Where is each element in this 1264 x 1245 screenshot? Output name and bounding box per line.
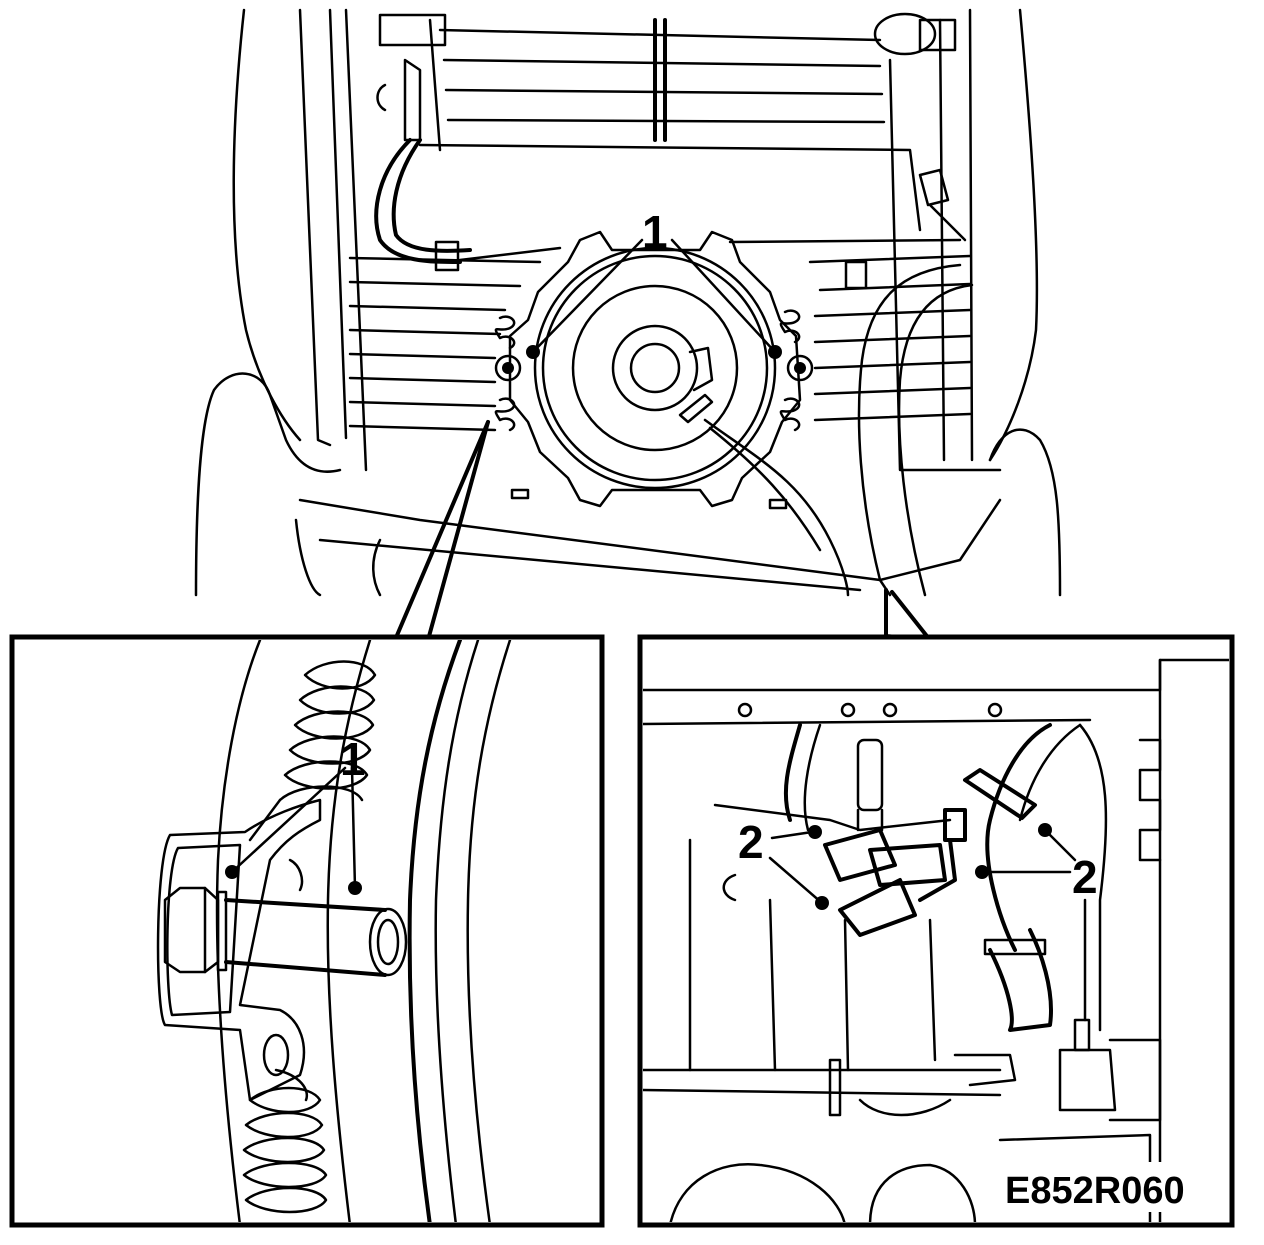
callout-main-1: 1 <box>526 206 782 359</box>
leader-dot <box>808 825 822 839</box>
callout-detail-right-2-left: 2 <box>738 816 829 910</box>
leader-dot <box>526 345 540 359</box>
leader-dot <box>225 865 239 879</box>
callout-label: 2 <box>1072 851 1098 903</box>
leader-dot <box>348 881 362 895</box>
leader-dot <box>975 865 989 879</box>
fan-motor <box>494 230 850 597</box>
upper-spring <box>248 660 377 842</box>
callout-label: 2 <box>738 816 764 868</box>
main-overview: 1 <box>194 8 1062 642</box>
detail-right: 2 2 E852R060 <box>637 634 1235 1228</box>
radiator-fins <box>348 18 972 432</box>
reference-code-bg <box>1000 1162 1222 1212</box>
leader-dot <box>1038 823 1052 837</box>
callout-detail-right-2-right: 2 <box>975 823 1098 903</box>
callout-detail-left-1: 1 <box>225 733 366 895</box>
leader-dot <box>768 345 782 359</box>
detail-left: 1 <box>9 634 605 1228</box>
leader-dot <box>815 896 829 910</box>
callout-label: 1 <box>642 206 668 258</box>
reference-code: E852R060 <box>1005 1170 1185 1212</box>
lower-spring <box>242 1068 328 1214</box>
mounting-bolt <box>163 858 408 977</box>
